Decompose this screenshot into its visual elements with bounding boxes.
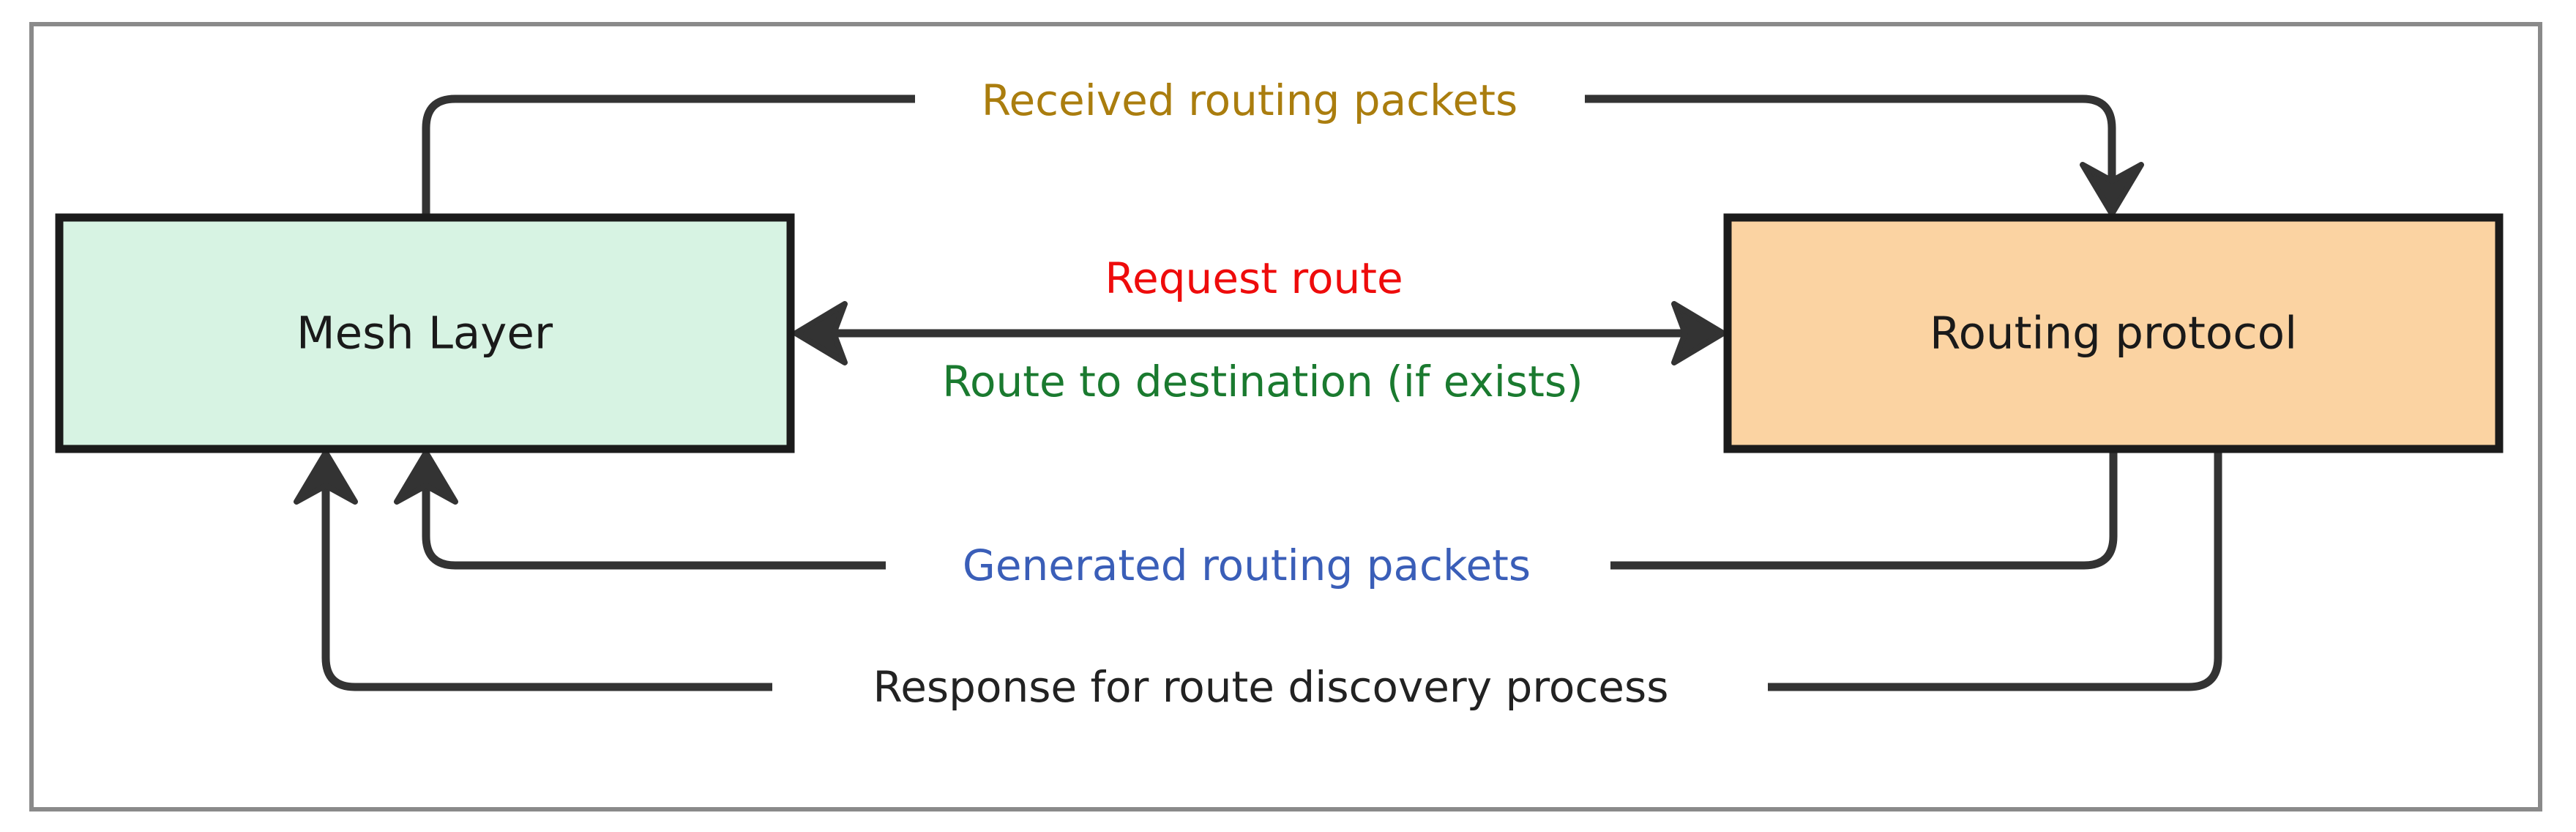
received-label-background: [915, 67, 1585, 135]
generated-label-background: [886, 532, 1610, 600]
mesh-layer-label: Mesh Layer: [296, 308, 553, 360]
generated-routing-packets-label: Generated routing packets: [963, 541, 1531, 590]
route-to-destination-label: Route to destination (if exists): [942, 357, 1583, 406]
mesh-layer-node: Mesh Layer: [55, 213, 795, 453]
request-route-label: Request route: [1105, 253, 1403, 303]
routing-protocol-node: Routing protocol: [1723, 213, 2504, 453]
routing-protocol-label: Routing protocol: [1930, 308, 2297, 360]
arrowhead-down-icon: [2080, 162, 2144, 217]
outer-frame: [29, 22, 2542, 811]
arrowhead-left-icon: [793, 301, 848, 365]
routing-protocol-box: [1723, 213, 2504, 453]
response-label-background: [772, 654, 1768, 721]
arrowhead-up-response-icon: [294, 450, 358, 505]
mesh-layer-box: [55, 213, 795, 453]
received-routing-packets-label: Received routing packets: [982, 75, 1517, 125]
arrowhead-right-icon: [1671, 301, 1726, 365]
response-route-discovery-label: Response for route discovery process: [873, 662, 1669, 712]
arrowhead-up-generated-icon: [394, 450, 458, 505]
